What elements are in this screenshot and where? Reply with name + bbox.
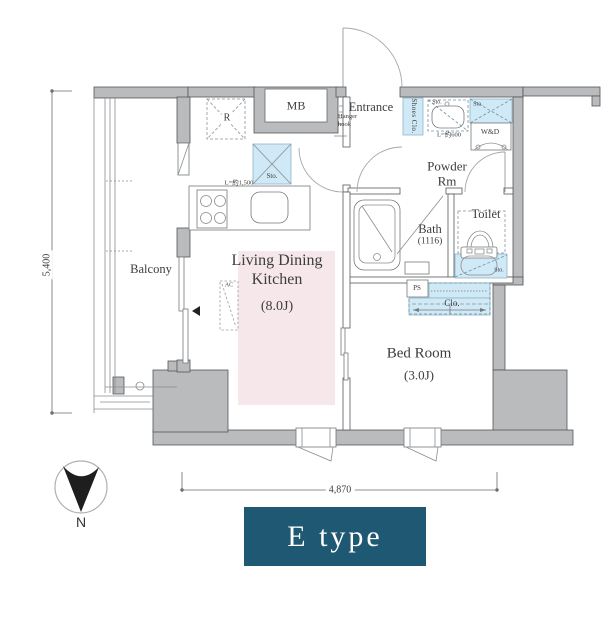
- door-direction-marker: [192, 306, 200, 316]
- pipe-space-label: PS: [413, 284, 421, 293]
- kitchen-storage-label: Sto.: [266, 172, 278, 181]
- bath-counter: [404, 261, 430, 275]
- ldk-door-arc: [298, 147, 344, 193]
- ldk-label-line2: Kitchen: [251, 271, 303, 289]
- closet-detail: [408, 282, 491, 315]
- ldk-label-line1: Living Dining: [231, 252, 323, 270]
- exterior-walls: [93, 86, 601, 446]
- height-dimension-label: 5,400: [41, 250, 53, 280]
- north-label: N: [75, 514, 87, 531]
- ldk-size-label: (8.0J): [260, 299, 294, 315]
- hanger-hook-line1: Hanger: [338, 113, 358, 120]
- closet-upper: [428, 282, 491, 299]
- wd-storage-label: Sto.: [473, 101, 483, 108]
- bedroom-sliding-door: [340, 327, 349, 381]
- bath-size-label: (1116): [417, 236, 443, 247]
- type-label: E type: [287, 519, 383, 553]
- bedroom-size-label: (3.0J): [404, 367, 434, 383]
- washbasin: [427, 99, 469, 132]
- toilet-fixture: [457, 210, 506, 276]
- type-badge: E type: [244, 507, 426, 566]
- sliding-door-pane-2: [182, 308, 189, 364]
- basin-length-label: L=約600: [437, 131, 461, 139]
- balcony-drain: [135, 381, 145, 391]
- toilet-label: Toilet: [471, 207, 501, 221]
- door-arcs: [298, 146, 506, 193]
- sliding-door-pane-1: [178, 256, 185, 312]
- floor-fills: [238, 251, 335, 405]
- north-arrow-icon: [63, 466, 99, 512]
- balcony-label: Balcony: [130, 262, 172, 276]
- balcony-windows: [177, 142, 200, 364]
- toilet-door-arc: [464, 151, 506, 193]
- washer-dryer: [470, 122, 512, 151]
- bedroom-window: [403, 427, 442, 448]
- pipe-space: [406, 279, 429, 298]
- ldk-window: [295, 427, 337, 448]
- counter-length-label: L=約1,500: [224, 179, 254, 187]
- sink: [250, 191, 289, 224]
- closet-label: Clo.: [444, 297, 460, 308]
- hanger-hook-marks: [339, 105, 343, 125]
- bath-door-lines: [361, 195, 444, 255]
- basin-storage-label: Sto.: [432, 99, 442, 106]
- interior-walls: [342, 96, 514, 431]
- ac-unit: [219, 280, 239, 331]
- north-compass: [54, 460, 108, 514]
- ldk-floor-highlight: [238, 251, 335, 405]
- width-dimension-label: 4,870: [325, 484, 355, 496]
- entrance-area: [334, 27, 403, 137]
- refrigerator-label: R: [221, 112, 233, 124]
- entrance-door-arc: [342, 27, 403, 88]
- meter-box-label: MB: [286, 98, 306, 113]
- ac-label: AC: [224, 282, 234, 289]
- bottom-windows: [295, 427, 442, 462]
- meter-box: [264, 88, 328, 123]
- storage-fills: [252, 97, 513, 316]
- bathtub: [353, 195, 444, 275]
- balcony-railing: [93, 98, 177, 413]
- kitchen-counter: [188, 185, 311, 231]
- toilet-storage-label: Sto.: [494, 267, 504, 274]
- hanger-hook-line2: hook: [338, 121, 351, 128]
- entrance-label: Entrance: [348, 100, 394, 114]
- powder-room-label-line2: Rm: [437, 173, 457, 189]
- shoes-closet-label: Shoes Clo.: [409, 98, 418, 134]
- powder-door-arc: [356, 146, 403, 193]
- bath-label: Bath: [418, 222, 442, 236]
- powder-room-label-line1: Powder: [427, 158, 467, 174]
- bedroom-label: Bed Room: [386, 345, 452, 362]
- washer-dryer-label: W&D: [480, 126, 500, 136]
- shoes-closet: [402, 97, 424, 136]
